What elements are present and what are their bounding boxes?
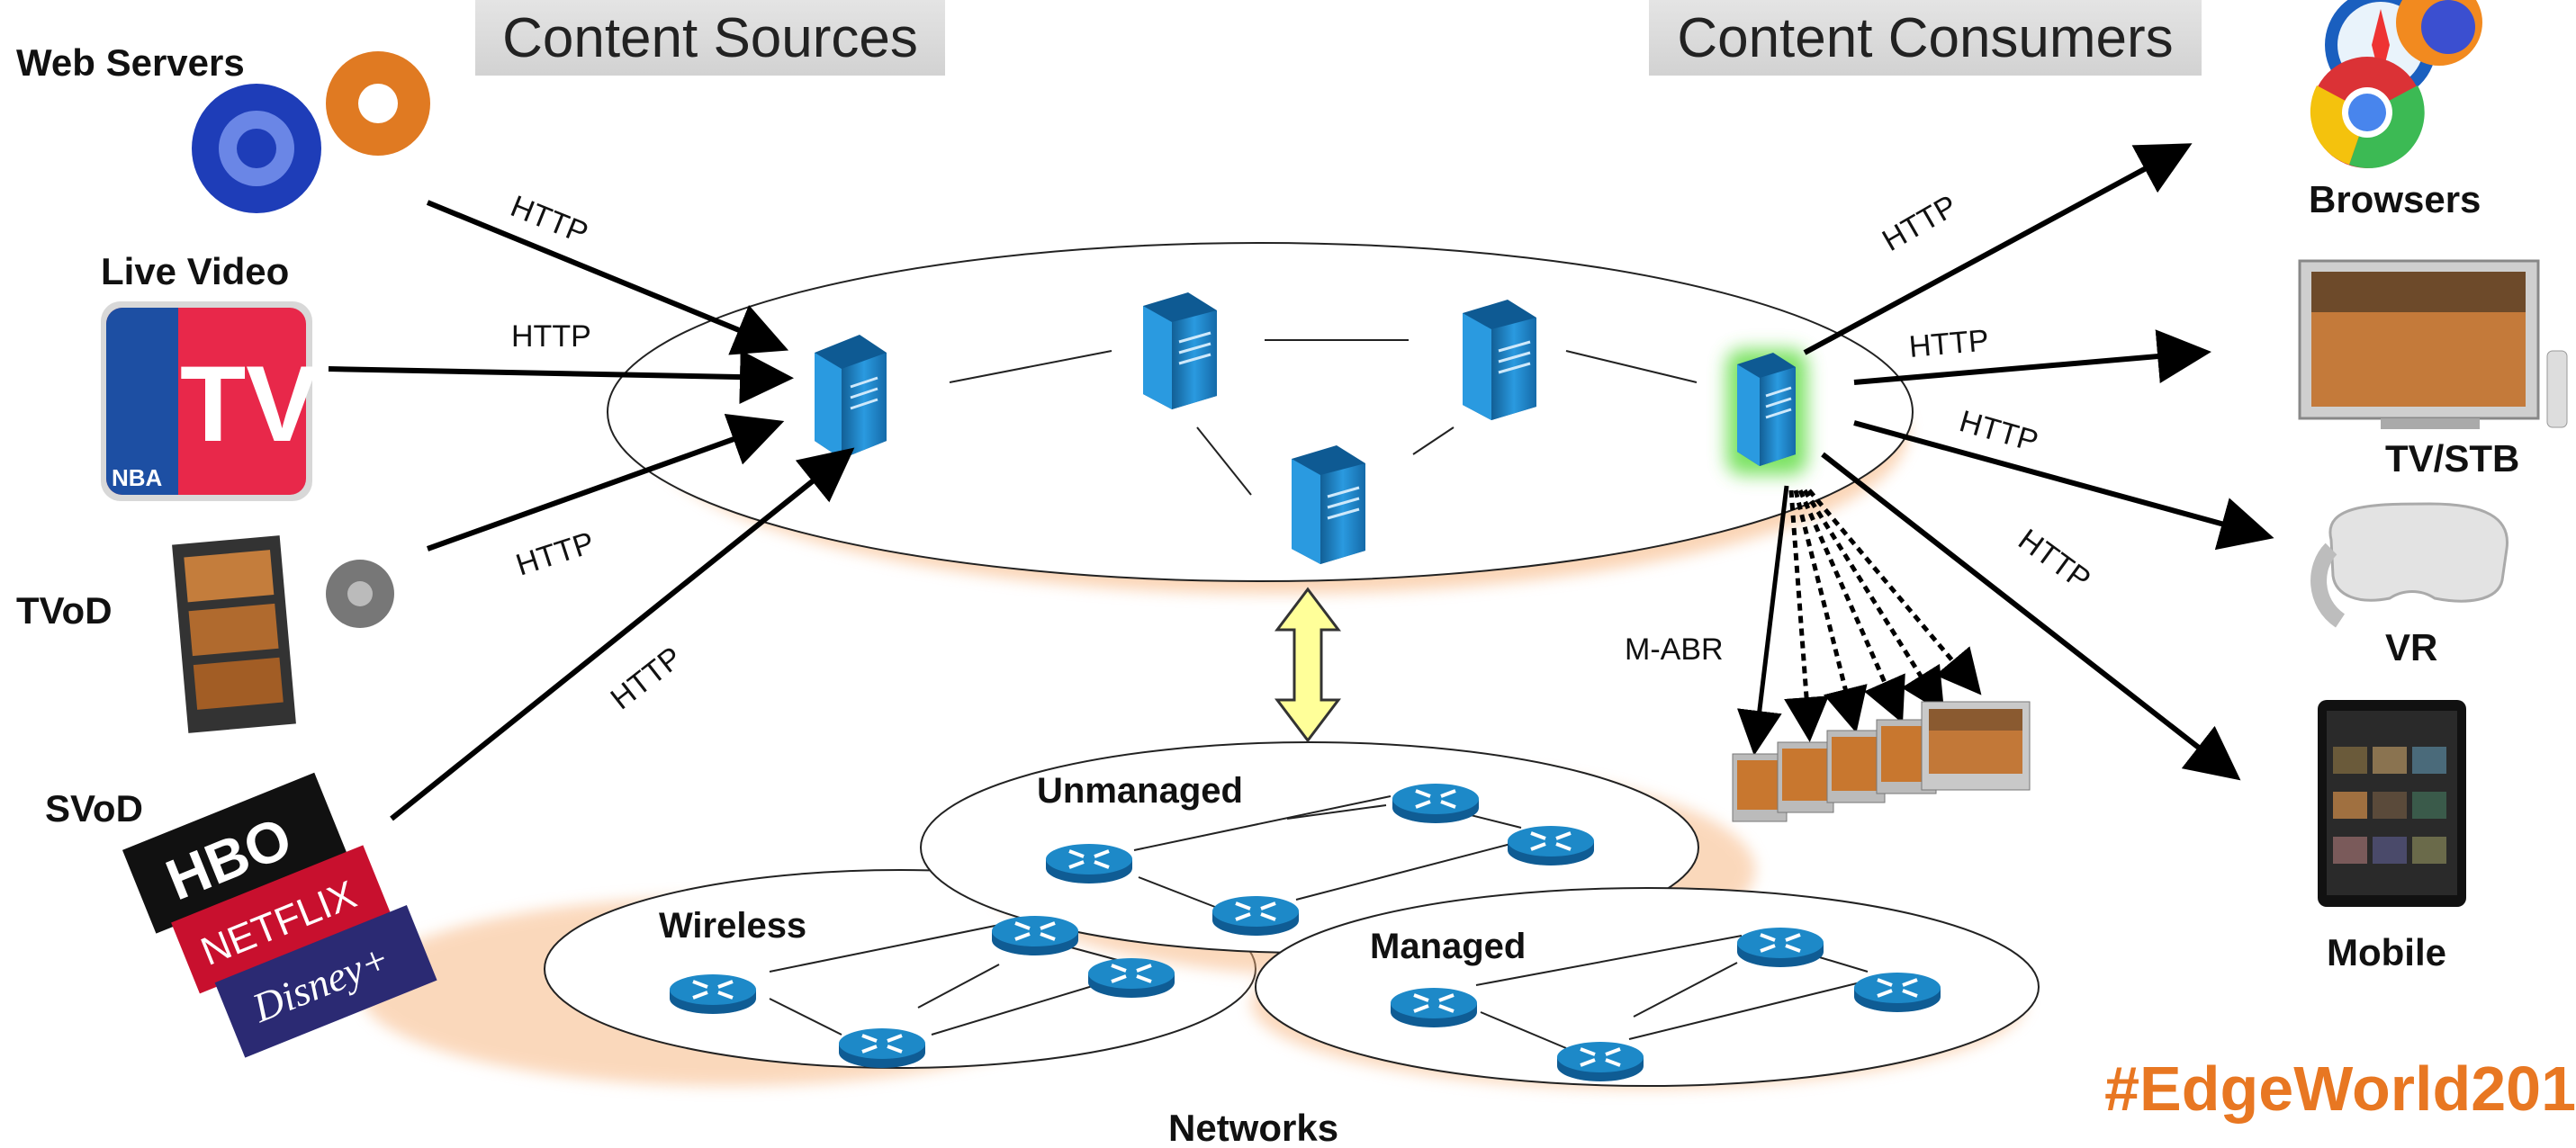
- live-video-label: Live Video: [101, 250, 290, 292]
- event-hashtag: #EdgeWorld201: [2104, 1054, 2576, 1124]
- edge-server-ingest: [815, 335, 887, 459]
- cdn-server-3: [1463, 300, 1536, 420]
- source-arrows: [328, 200, 855, 821]
- http-label-svod: HTTP: [605, 641, 689, 717]
- consumer-arrows: [1803, 143, 2274, 781]
- mobile-label: Mobile: [2327, 931, 2446, 973]
- router-icon: [1854, 973, 1941, 1012]
- cdn-ellipse: [607, 242, 1914, 582]
- managed-label: Managed: [1370, 927, 1526, 966]
- unmanaged-label: Unmanaged: [1037, 771, 1243, 811]
- router-icon: [992, 916, 1078, 955]
- vr-label: VR: [2385, 626, 2438, 668]
- mabr-label: M-ABR: [1625, 632, 1724, 667]
- cdn-mesh-links: [949, 339, 1698, 496]
- http-label-tv: HTTP: [1907, 323, 1990, 364]
- router-icon: [1088, 958, 1175, 998]
- tv-stb-label: TV/STB: [2385, 437, 2520, 480]
- http-label-mobile: HTTP: [2012, 523, 2096, 597]
- http-label-browsers: HTTP: [1877, 189, 1963, 258]
- browsers-label: Browsers: [2309, 178, 2481, 220]
- web-servers-icon: [192, 51, 430, 213]
- multicast-tv-stack: [1732, 701, 2031, 822]
- content-consumers-header: Content Consumers: [1649, 0, 2202, 76]
- film-reel-icon: [172, 535, 394, 733]
- routers: [670, 784, 1941, 1081]
- router-icon: [1737, 928, 1824, 967]
- tv-stb-icon: [2298, 259, 2568, 429]
- wireless-label: Wireless: [659, 906, 806, 946]
- http-label-tvod: HTTP: [512, 525, 599, 583]
- router-icon: [1557, 1042, 1644, 1081]
- vr-headset-icon: [2310, 502, 2509, 628]
- http-label-vr: HTTP: [1956, 404, 2042, 459]
- web-servers-label: Web Servers: [16, 41, 245, 84]
- browsers-icon: [2310, 0, 2482, 168]
- nba-tv-logo: TV NBA: [101, 301, 318, 501]
- http-label-live: HTTP: [511, 319, 591, 354]
- router-icon: [1391, 988, 1477, 1027]
- router-icon: [1508, 826, 1594, 865]
- cdn-server-4: [1292, 445, 1365, 564]
- tvod-label: TVoD: [16, 589, 113, 632]
- router-icon: [1392, 784, 1479, 823]
- networks-title: Networks: [1168, 1107, 1338, 1148]
- svod-label: SVoD: [45, 787, 143, 830]
- cdn-server-2: [1143, 292, 1217, 409]
- sync-double-arrow: [1274, 587, 1342, 743]
- nba-logo-text: NBA: [112, 464, 163, 491]
- nba-tv-logo-text: TV: [180, 344, 318, 464]
- mobile-tablet-icon: [2318, 700, 2466, 907]
- edge-server-delivery: [1726, 349, 1807, 475]
- content-sources-header: Content Sources: [475, 0, 945, 76]
- mabr-arrows: [1736, 485, 1982, 756]
- router-icon: [1212, 896, 1299, 936]
- managed-network-ellipse: [1255, 887, 2040, 1087]
- router-icon: [670, 974, 756, 1014]
- router-icon: [839, 1028, 925, 1068]
- router-icon: [1046, 844, 1132, 883]
